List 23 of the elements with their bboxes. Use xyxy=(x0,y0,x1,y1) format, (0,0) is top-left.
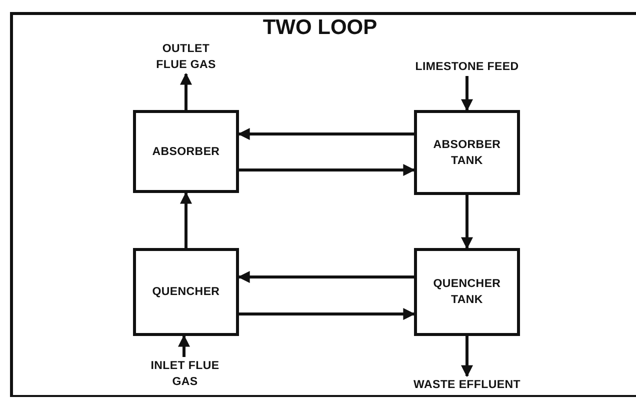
arrow xyxy=(461,76,473,112)
arrow xyxy=(180,72,192,110)
arrow xyxy=(178,334,190,357)
box-label: ABSORBER TANK xyxy=(432,138,502,168)
box-label: ABSORBER xyxy=(152,144,220,160)
arrow xyxy=(238,128,414,140)
stream-label: WASTE EFFLUENT xyxy=(414,378,520,393)
arrow xyxy=(461,195,473,250)
diagram-title: TWO LOOP xyxy=(262,16,378,40)
box-label: QUENCHER TANK xyxy=(432,277,502,308)
arrow xyxy=(180,192,192,248)
stream-label: OUTLET FLUE GAS xyxy=(155,42,217,73)
box-label: QUENCHER xyxy=(152,285,220,300)
arrow xyxy=(239,308,416,320)
process-box xyxy=(414,110,520,195)
process-box xyxy=(133,248,239,336)
process-box xyxy=(414,248,520,336)
arrow xyxy=(238,271,414,283)
process-box xyxy=(133,110,239,193)
stream-label: LIMESTONE FEED xyxy=(415,60,519,75)
stream-label: INLET FLUE GAS xyxy=(150,359,220,390)
arrow xyxy=(461,336,473,378)
arrow xyxy=(239,164,416,176)
